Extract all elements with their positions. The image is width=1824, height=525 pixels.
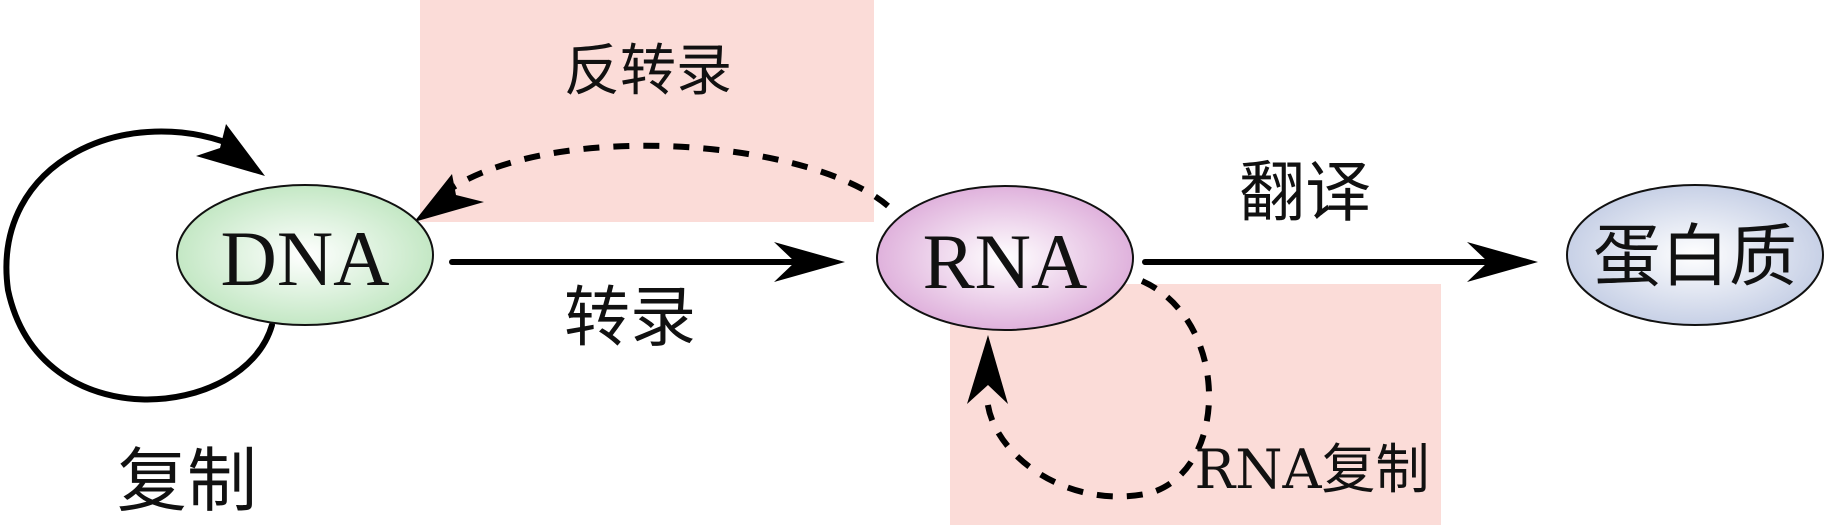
rna-node <box>876 185 1134 331</box>
transcription-label: 转录 <box>564 279 696 356</box>
dna-replication-label: 复制 <box>117 440 257 522</box>
rna-replication-label: RNA复制 <box>1195 438 1430 501</box>
reverse-transcription-arrow <box>450 142 890 209</box>
rna-replication-arrowhead <box>967 335 1008 404</box>
dna-replication-arrow <box>3 128 275 403</box>
reverse-transcription-highlight <box>420 0 874 222</box>
dna-node <box>176 184 434 326</box>
translation-label: 翻译 <box>1239 154 1371 231</box>
rna-label: RNA <box>923 218 1088 305</box>
dna-replication-arrowhead <box>196 124 265 176</box>
reverse-transcription-arrowhead <box>414 174 484 222</box>
protein-label: 蛋白质 <box>1593 218 1797 297</box>
dna-label: DNA <box>221 215 390 302</box>
translation-arrowhead <box>1467 242 1538 282</box>
reverse-transcription-label: 反转录 <box>564 39 732 104</box>
transcription-arrowhead <box>774 242 845 282</box>
protein-node <box>1566 184 1824 326</box>
rna-replication-arrow <box>983 278 1212 500</box>
